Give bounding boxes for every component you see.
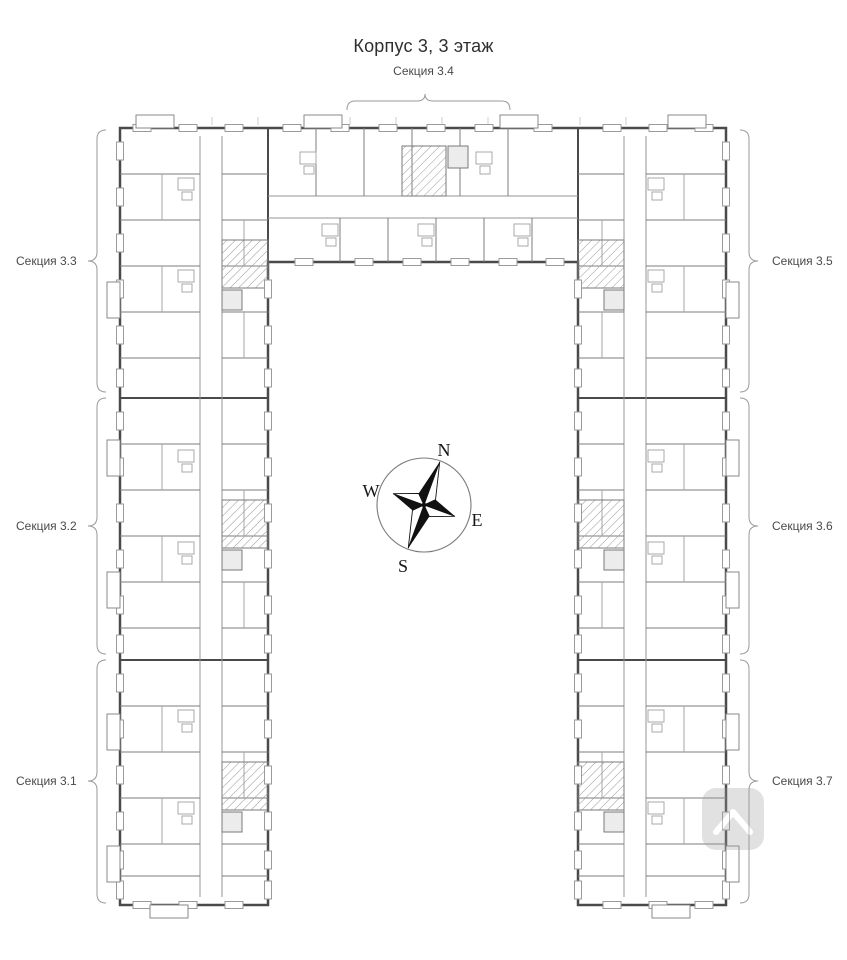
section-label-3-4: Секция 3.4 (393, 64, 454, 78)
section-label-3-6: Секция 3.6 (772, 519, 833, 533)
watermark (702, 788, 764, 850)
compass-east-label: E (472, 510, 483, 530)
dimension-ticks (165, 117, 673, 125)
page-title: Корпус 3, 3 этаж (353, 36, 494, 56)
section-label-3-7: Секция 3.7 (772, 774, 833, 788)
stairwells (221, 145, 625, 811)
section-label-3-5: Секция 3.5 (772, 254, 833, 268)
compass-north-label: N (438, 440, 451, 460)
compass-west-label: W (363, 481, 380, 501)
compass-south-label: S (398, 556, 408, 576)
compass-rose: N E S W (363, 440, 483, 576)
section-label-3-2: Секция 3.2 (16, 519, 77, 533)
section-label-3-1: Секция 3.1 (16, 774, 77, 788)
elevators (221, 145, 625, 833)
section-label-3-3: Секция 3.3 (16, 254, 77, 268)
section-braces (87, 93, 759, 904)
